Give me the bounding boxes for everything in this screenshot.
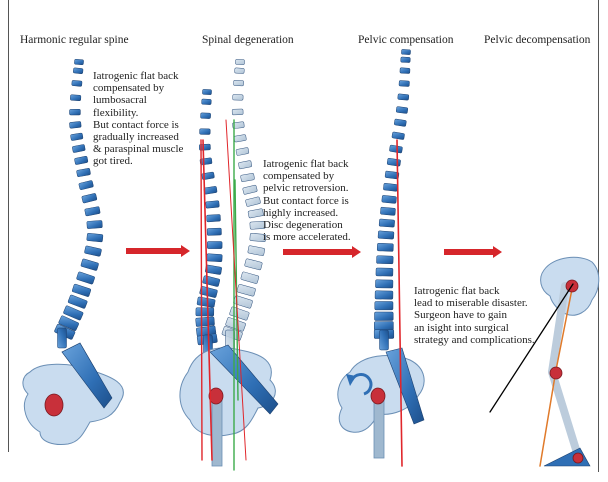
ghost-spine-vertebra xyxy=(235,68,245,74)
harmonic-pelvis xyxy=(23,364,124,444)
harmonic-spine-vertebra xyxy=(84,246,101,257)
harmonic-spine-vertebra xyxy=(87,233,103,242)
right-arrow-icon xyxy=(444,246,502,258)
harmonic-spine-vertebra xyxy=(72,284,91,297)
compensation-spine-vertebra xyxy=(382,195,397,203)
harmonic-spine-vertebra xyxy=(73,68,83,74)
harmonic-spine-vertebra xyxy=(70,133,83,141)
degenerated-spine-vertebra xyxy=(207,214,221,222)
degenerated-spine-vertebra xyxy=(196,317,215,327)
degenerated-spine-vertebra xyxy=(196,308,214,316)
ghost-spine-vertebra xyxy=(233,94,244,100)
ghost-spine-vertebra xyxy=(245,197,261,207)
harmonic-spine-vertebra xyxy=(74,156,88,165)
harmonic-spine-vertebra xyxy=(76,168,90,177)
harmonic-spine-vertebra xyxy=(82,193,98,203)
harmonic-spine-vertebra xyxy=(81,259,99,271)
compensation-spine-vertebra xyxy=(375,291,393,299)
ghost-spine-vertebra xyxy=(234,134,247,142)
annotation-miserable-disaster: Iatrogenic flat back lead to miserable d… xyxy=(414,285,564,346)
harmonic-spine-vertebra xyxy=(58,328,67,348)
degenerated-spine-vertebra xyxy=(207,228,221,235)
ghost-spine-vertebra xyxy=(242,185,257,195)
compensation-spine-vertebra xyxy=(389,145,402,153)
compensation-spine-vertebra xyxy=(401,57,411,63)
annotation-pelvic-retroversion: Iatrogenic flat back compensated by pelv… xyxy=(263,158,383,243)
degenerated-spine-vertebra xyxy=(205,265,222,275)
annotation-lumbosacral-flexibility: Iatrogenic flat back compensated by lumb… xyxy=(93,70,213,168)
compensation-spine-vertebra xyxy=(375,301,393,309)
compensation-spine-vertebra xyxy=(377,243,393,251)
degenerated-spine-vertebra xyxy=(206,201,220,209)
harmonic-spine-vertebra xyxy=(85,206,101,216)
ghost-spine-vertebra xyxy=(235,59,244,64)
degenerated-spine-vertebra xyxy=(202,275,220,286)
compensation-femoral-head xyxy=(371,388,385,404)
ghost-spine-vertebra xyxy=(238,160,252,169)
compensation-spine-vertebra xyxy=(376,256,393,264)
harmonic-spine-vertebra xyxy=(69,121,81,128)
harmonic-spine-vertebra xyxy=(79,180,94,190)
compensation-spine-vertebra xyxy=(392,132,405,140)
compensation-spine-vertebra xyxy=(375,280,393,288)
compensation-spine-vertebra xyxy=(396,106,408,113)
caption-pelvic-decompensation: Pelvic decompensation xyxy=(484,35,590,47)
compensation-spine-vertebra xyxy=(376,268,393,276)
right-arrow-icon xyxy=(126,245,190,257)
ghost-spine-vertebra xyxy=(244,258,262,270)
decompensation-shank xyxy=(552,372,578,456)
decompensation-knee-joint xyxy=(550,367,562,379)
caption-pelvic-compensation: Pelvic compensation xyxy=(358,35,454,47)
decompensation-orange-2 xyxy=(540,370,556,466)
ghost-spine-vertebra xyxy=(241,272,260,284)
ghost-spine-vertebra xyxy=(233,80,243,86)
caption-harmonic-spine: Harmonic regular spine xyxy=(20,35,129,47)
compensation-spine-vertebra xyxy=(400,68,410,74)
harmonic-spine-vertebra xyxy=(69,109,80,115)
right-arrow-icon xyxy=(283,246,361,258)
compensation-spine-vertebra xyxy=(383,183,397,191)
ghost-spine-vertebra xyxy=(232,109,243,115)
compensation-spine-vertebra xyxy=(374,322,393,331)
degenerated-spine-vertebra xyxy=(207,241,222,248)
degenerated-spine-vertebra xyxy=(204,186,218,194)
harmonic-spine-vertebra xyxy=(74,59,83,65)
harmonic-spine-vertebra xyxy=(72,144,85,152)
compensation-spine-vertebra xyxy=(399,80,410,86)
compensation-spine-vertebra xyxy=(394,119,406,127)
ghost-spine-vertebra xyxy=(240,173,254,182)
compensation-spine-vertebra xyxy=(398,94,409,101)
ghost-spine-vertebra xyxy=(237,284,256,296)
ghost-spine-vertebra xyxy=(236,147,249,155)
harmonic-spine-vertebra xyxy=(87,220,103,228)
ghost-spine-vertebra xyxy=(248,209,264,219)
harmonic-spine-vertebra xyxy=(72,80,82,86)
harmonic-spine-vertebra xyxy=(70,95,81,101)
compensation-spine-vertebra xyxy=(380,330,389,350)
compensation-spine-vertebra xyxy=(374,312,393,321)
decompensation-ankle-joint xyxy=(573,453,583,463)
harmonic-femoral-head xyxy=(45,394,63,416)
compensation-plumb-red xyxy=(397,140,402,466)
harmonic-spine-vertebra xyxy=(76,272,95,285)
degenerated-spine-vertebra xyxy=(207,254,223,262)
compensation-spine-vertebra xyxy=(401,49,410,55)
harmonic-spine-vertebra xyxy=(68,295,88,309)
degenerated-spine-vertebra xyxy=(197,297,215,308)
compensation-spine-vertebra xyxy=(387,158,401,166)
caption-spinal-degeneration: Spinal degeneration xyxy=(202,35,294,47)
ghost-spine-vertebra xyxy=(248,245,265,256)
